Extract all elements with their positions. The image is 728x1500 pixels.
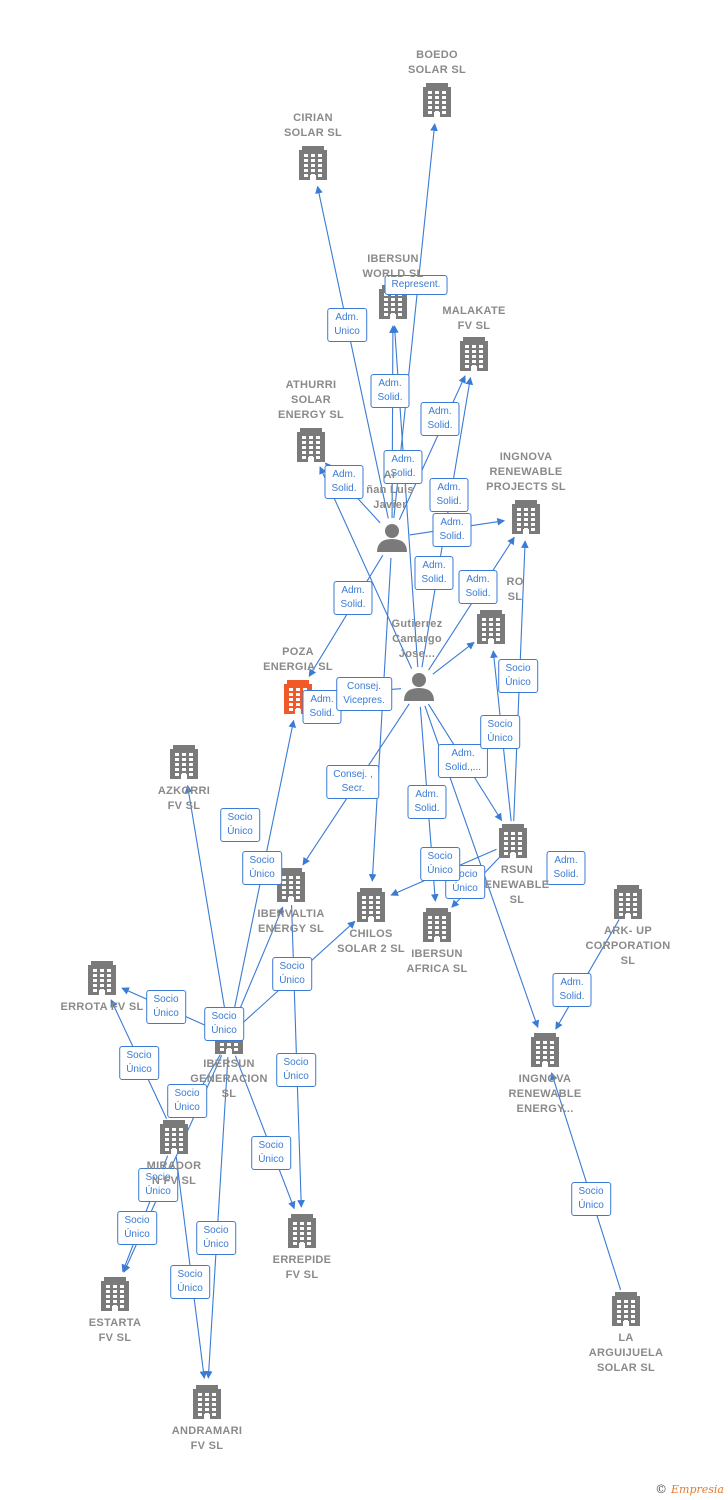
edge-label[interactable]: Represent. (384, 275, 448, 295)
node-label-andramari[interactable]: ANDRAMARI FV SL (171, 1425, 243, 1452)
building-icon[interactable] (612, 1292, 640, 1326)
edge-label[interactable]: Socio Único (119, 1046, 159, 1080)
edge-label[interactable]: Socio Único (146, 990, 186, 1024)
node-label-ibersun-africa[interactable]: IBERSUN AFRICA SL (406, 948, 468, 975)
edge-label[interactable]: Adm. Solid. (370, 374, 410, 408)
edge-label[interactable]: Socio Único (420, 847, 460, 881)
edge-label[interactable]: Adm. Solid.,... (437, 744, 489, 778)
copyright-symbol: © (655, 1482, 668, 1496)
building-icon[interactable] (288, 1214, 316, 1248)
edge-label[interactable]: Adm. Solid. (383, 450, 423, 484)
node-label-chilos[interactable]: CHILOS SOLAR 2 SL (337, 928, 405, 955)
footer: © Empresia (655, 1482, 724, 1496)
building-icon[interactable] (531, 1033, 559, 1067)
edge-label[interactable]: Socio Único (251, 1136, 291, 1170)
person-icon[interactable] (377, 524, 407, 552)
node-label-ark-up[interactable]: ARK- UP CORPORATION SL (585, 925, 671, 967)
building-icon[interactable] (477, 610, 505, 644)
edge-ibersun_generacion-to-andramari (204, 1056, 229, 1379)
edge-label[interactable]: Adm. Solid. (420, 402, 460, 436)
building-icon[interactable] (170, 745, 198, 779)
node-label-malakate[interactable]: MALAKATE FV SL (442, 305, 506, 332)
node-label-ro-sl[interactable]: RO SL (506, 576, 524, 603)
node-label-ibersun-renewable[interactable]: RSUN ENEWABLE SL (484, 864, 550, 906)
building-icon[interactable] (460, 337, 488, 371)
building-icon[interactable] (423, 83, 451, 117)
edge-arinan-to-chilos (368, 557, 392, 882)
node-label-ibervaltia[interactable]: IBERVALTIA ENERGY SL (257, 908, 325, 935)
building-icon[interactable] (499, 824, 527, 858)
edge-label[interactable]: Socio Único (196, 1221, 236, 1255)
node-label-ingnova-energy[interactable]: INGNOVA RENEWABLE ENERGY... (508, 1073, 582, 1115)
node-label-cirian[interactable]: CIRIAN SOLAR SL (283, 112, 343, 139)
building-icon[interactable] (101, 1277, 129, 1311)
edge-label[interactable]: Adm. Solid. (546, 851, 586, 885)
node-label-ingnova-projects[interactable]: INGNOVA RENEWABLE PROJECTS SL (486, 451, 566, 493)
edge-label[interactable]: Socio Único (167, 1084, 207, 1118)
edge-label[interactable]: Socio Único (480, 715, 520, 749)
edge-arinan-to-ibersun_world (389, 325, 397, 519)
building-icon[interactable] (614, 885, 642, 919)
edge-arinan-to-cirian (315, 185, 389, 519)
edge-label[interactable]: Adm. Solid. (414, 556, 454, 590)
edge-label[interactable]: Adm. Unico (327, 308, 367, 342)
building-icon[interactable] (512, 500, 540, 534)
edge-label[interactable]: Socio Único (571, 1182, 611, 1216)
edge-label[interactable]: Socio Único (170, 1265, 210, 1299)
edge-arinan-to-malakate (398, 375, 466, 520)
person-icon[interactable] (404, 673, 434, 701)
edge-label[interactable]: Socio Único (272, 957, 312, 991)
edge-label[interactable]: Adm. Solid. (302, 690, 342, 724)
edge-label[interactable]: Adm. Solid. (552, 973, 592, 1007)
edge-la_arguijuela-to-ingnova_energy (549, 1072, 622, 1291)
building-icon[interactable] (299, 146, 327, 180)
edge-label[interactable]: Socio Único (204, 1007, 244, 1041)
building-icon[interactable] (88, 961, 116, 995)
node-label-poza[interactable]: POZA ENERGIA SL (263, 646, 333, 673)
node-label-arinan[interactable]: Ar ñan Luis Javier (366, 469, 414, 511)
edge-ibersun_generacion-to-ibervaltia (235, 906, 284, 1019)
edge-label[interactable]: Adm. Solid. (407, 785, 447, 819)
node-label-estarta[interactable]: ESTARTA FV SL (88, 1317, 142, 1344)
edge-label[interactable]: Adm. Solid. (432, 513, 472, 547)
edge-gutierrez-to-athurri (319, 466, 413, 669)
edge-label[interactable]: Consej. Vicepres. (336, 677, 392, 711)
nodes-layer (88, 83, 642, 1419)
building-icon[interactable] (160, 1120, 188, 1154)
edge-ibersun_generacion-to-azkorri (184, 784, 227, 1018)
edge-label[interactable]: Socio Único (138, 1168, 178, 1202)
building-icon[interactable] (193, 1385, 221, 1419)
edge-label[interactable]: Consej. , Secr. (326, 765, 380, 799)
edge-gutierrez-to-ro_sl (432, 641, 475, 675)
building-icon[interactable] (423, 908, 451, 942)
building-icon[interactable] (297, 428, 325, 462)
building-icon[interactable] (357, 888, 385, 922)
edge-label[interactable]: Socio Único (498, 659, 538, 693)
edge-arinan-to-poza (308, 554, 384, 677)
node-label-boedo[interactable]: BOEDO SOLAR SL (407, 49, 467, 76)
edge-label[interactable]: Socio Único (220, 808, 260, 842)
node-label-errepide[interactable]: ERREPIDE FV SL (272, 1254, 332, 1281)
edge-label[interactable]: Socio Único (276, 1053, 316, 1087)
edge-label[interactable]: Socio Único (117, 1211, 157, 1245)
edge-label[interactable]: Adm. Solid. (458, 570, 498, 604)
edge-label[interactable]: Adm. Solid. (429, 478, 469, 512)
edge-ibersun_generacion-to-errepide (234, 1055, 296, 1210)
node-label-errota[interactable]: ERROTA FV SL (60, 1001, 144, 1013)
edge-label[interactable]: Socio Único (242, 851, 282, 885)
node-label-la-arguijuela[interactable]: LA ARGUIJUELA SOLAR SL (588, 1332, 664, 1374)
edge-label[interactable]: Adm. Solid. (324, 465, 364, 499)
node-label-ibersun-world[interactable]: IBERSUN WORLD SL (362, 253, 424, 280)
node-label-ibersun-generacion[interactable]: IBERSUN GENERACION SL (190, 1058, 268, 1100)
node-label-mirador[interactable]: MIRADOR N FV SL (146, 1160, 202, 1187)
node-label-gutierrez[interactable]: Gutierrez Camargo Jose... (391, 618, 443, 660)
brand-logo: Empresia (671, 1483, 724, 1496)
edge-label[interactable]: Adm. Solid. (333, 581, 373, 615)
node-label-azkorri[interactable]: AZKORRI FV SL (157, 785, 211, 812)
node-label-athurri[interactable]: ATHURRI SOLAR ENERGY SL (277, 379, 345, 421)
